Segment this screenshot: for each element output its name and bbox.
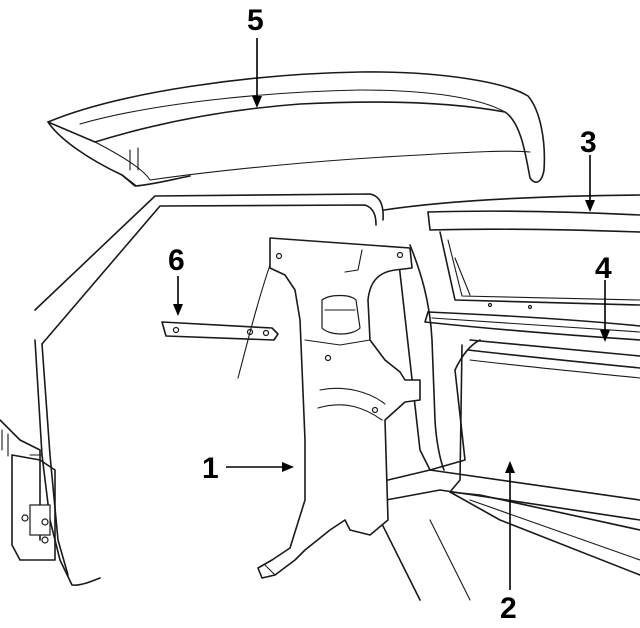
part-6-bracket <box>161 321 279 341</box>
callout-labels: 5 3 4 6 1 2 <box>168 4 612 625</box>
callout-6: 6 <box>168 244 185 277</box>
callout-5: 5 <box>247 4 264 37</box>
callout-1: 1 <box>202 452 219 485</box>
part-4-belt-molding <box>424 311 640 341</box>
callout-4: 4 <box>595 252 612 285</box>
part-2-door-panel <box>449 339 640 576</box>
callout-arrows <box>173 38 610 590</box>
part-3-window-trim <box>427 210 640 310</box>
callout-3: 3 <box>580 126 597 159</box>
window-frame <box>379 194 640 601</box>
part-1-pillar-trim <box>257 237 421 579</box>
leader-lines <box>237 264 271 379</box>
part-5-headliner <box>47 71 546 187</box>
callout-2: 2 <box>500 592 517 625</box>
body-frame <box>0 193 384 586</box>
